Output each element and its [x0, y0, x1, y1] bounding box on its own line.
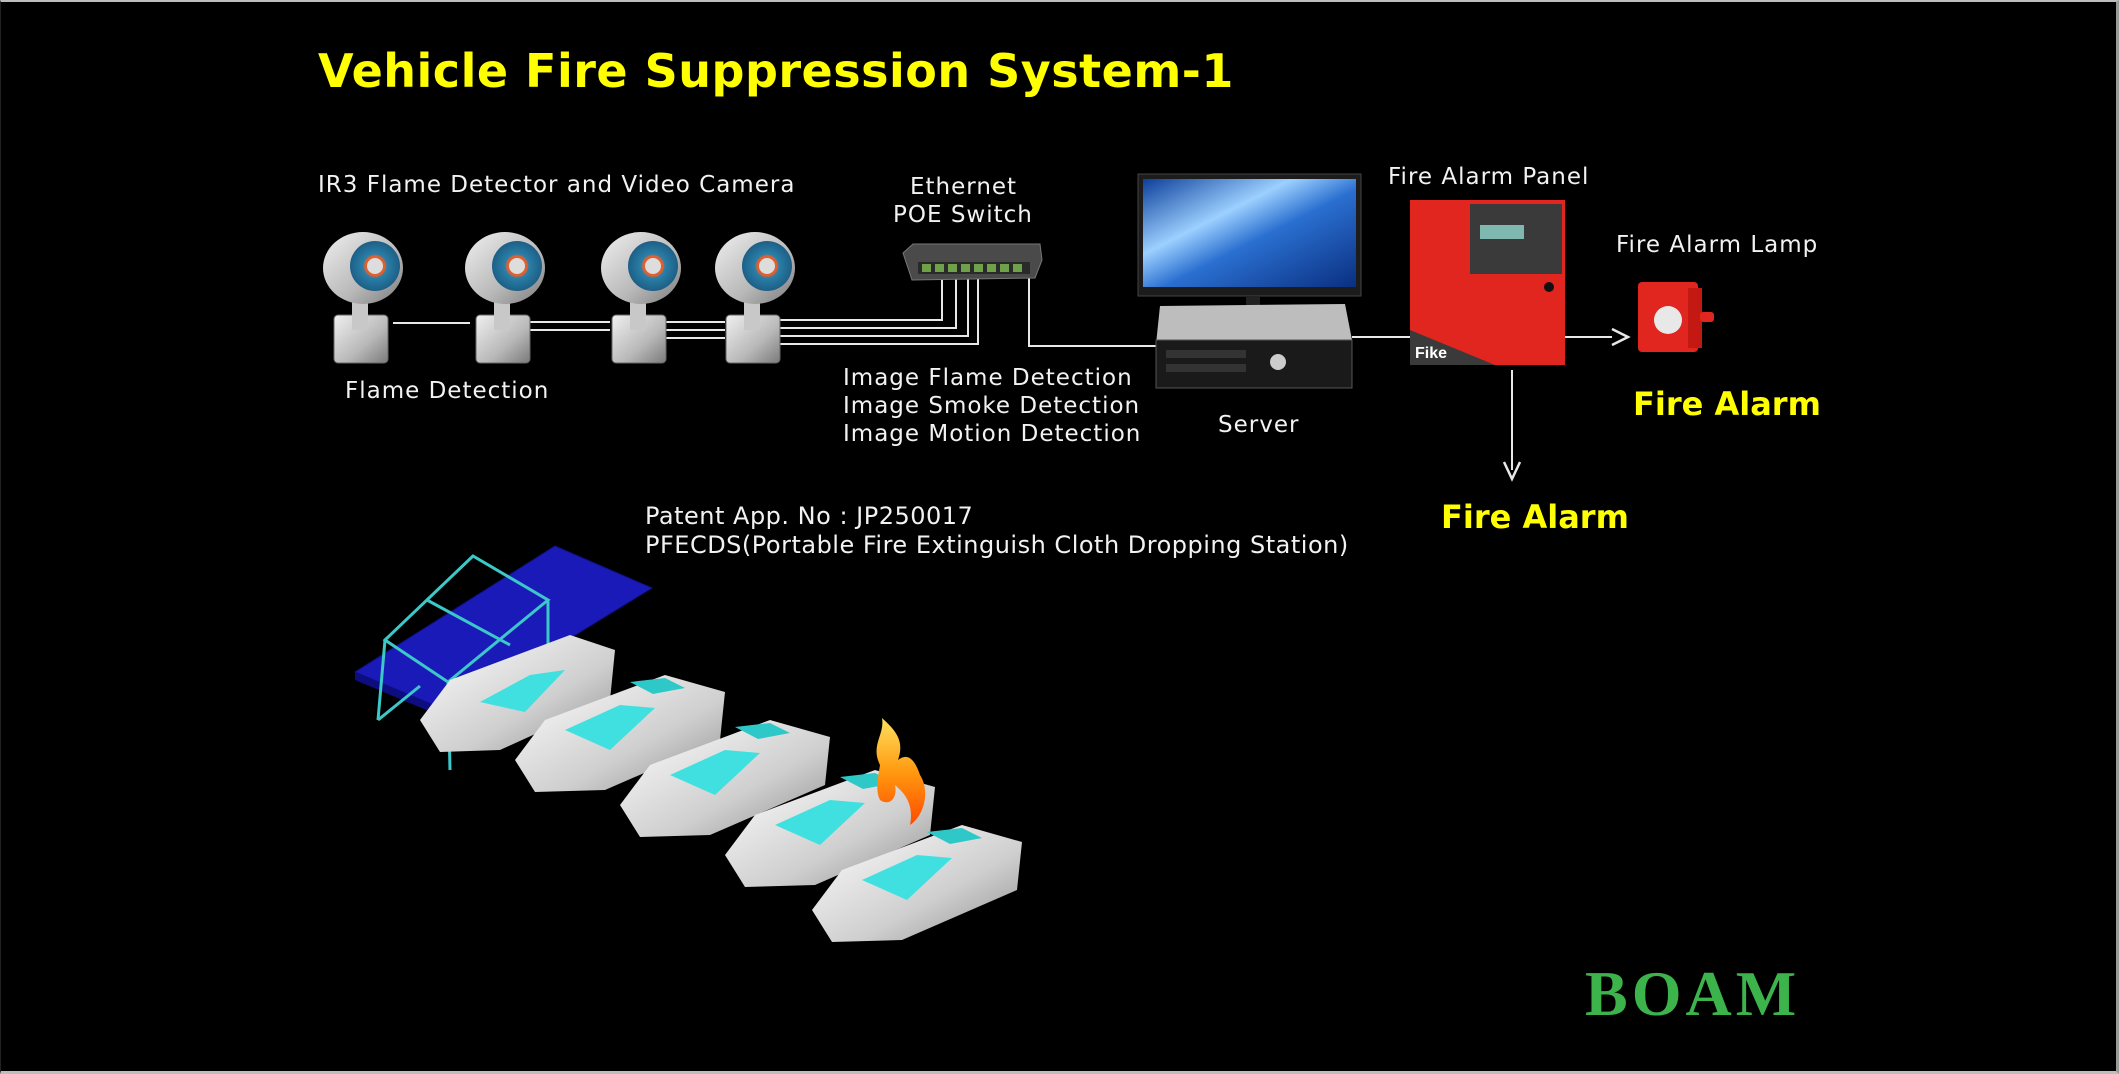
flame-detector — [323, 232, 403, 364]
arrow-to-lamp-icon — [1611, 327, 1631, 347]
arrow-down-icon — [1502, 461, 1522, 482]
flame-detector — [601, 232, 681, 364]
car — [812, 825, 1022, 942]
server-label: Server — [1218, 412, 1300, 438]
detectors-caption: Flame Detection — [345, 378, 550, 404]
parking-scene — [353, 545, 1022, 942]
poe-switch — [902, 243, 1043, 281]
fire-alarm-panel-output: Fire Alarm — [1441, 498, 1629, 536]
car — [515, 675, 725, 792]
detectors-heading: IR3 Flame Detector and Video Camera — [318, 172, 796, 198]
image-detection-list: Image Flame Detection Image Smoke Detect… — [843, 364, 1141, 448]
switch-label-line2: POE Switch — [893, 202, 1033, 228]
switch-label-line1: Ethernet — [910, 174, 1018, 200]
fire-alarm-panel: Fike — [1410, 200, 1565, 365]
image-detection-item: Image Motion Detection — [843, 421, 1142, 447]
fire-alarm-lamp-output: Fire Alarm — [1633, 385, 1821, 423]
panel-label: Fire Alarm Panel — [1388, 164, 1590, 190]
page-title: Vehicle Fire Suppression System-1 — [318, 44, 1234, 98]
car — [620, 720, 830, 837]
flame-detector — [465, 232, 545, 364]
boam-logo: BOAM — [1585, 958, 1800, 1029]
car — [420, 635, 615, 752]
server-computer — [1137, 173, 1362, 389]
fire-alarm-lamp — [1638, 282, 1714, 352]
panel-brand: Fike — [1415, 345, 1447, 362]
image-detection-item: Image Flame Detection — [843, 365, 1133, 391]
flame-icon — [876, 718, 926, 825]
detector-cables — [393, 268, 1612, 470]
flame-detector — [715, 232, 795, 364]
image-detection-item: Image Smoke Detection — [843, 393, 1141, 419]
patent-description: PFECDS(Portable Fire Extinguish Cloth Dr… — [645, 531, 1349, 559]
lamp-label: Fire Alarm Lamp — [1616, 232, 1819, 258]
patent-number: Patent App. No : JP250017 — [645, 502, 974, 530]
